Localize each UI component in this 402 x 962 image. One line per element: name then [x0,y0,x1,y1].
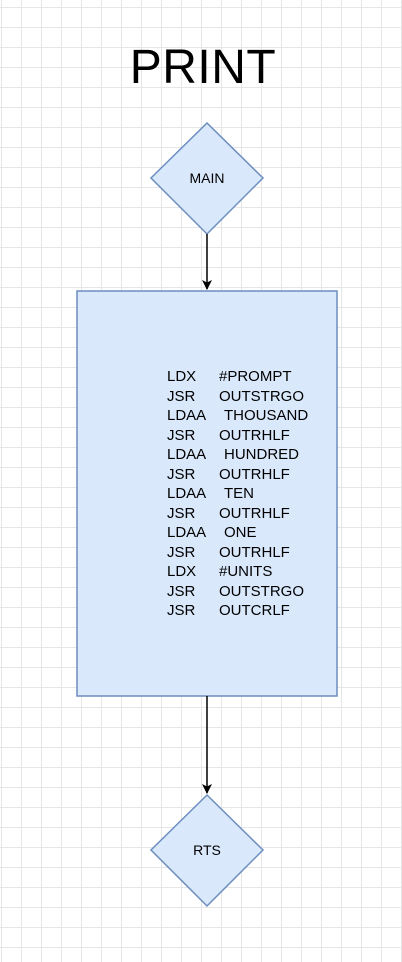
code-operand: OUTRHLF [219,543,290,561]
code-operand: TEN [224,485,254,502]
code-line: JSR OUTRHLF [167,426,308,446]
code-opcode: LDAA [167,524,207,541]
code-line: LDAA ONE [167,523,308,543]
code-line: JSR OUTRHLF [167,465,308,485]
code-opcode: LDAA [167,485,207,502]
code-line: LDX #PROMPT [167,367,308,387]
code-operand: OUTRHLF [219,426,290,444]
process-code: LDX #PROMPT JSR OUTSTRGO LDAA THOUSAND JSR OUTR… [167,367,308,621]
code-operand: OUTRHLF [219,504,290,522]
code-line: JSR OUTCRLF [167,601,308,621]
code-operand: OUTCRLF [219,602,290,619]
code-opcode: JSR [167,543,196,561]
diagram-title: PRINT [129,41,277,94]
process-box[interactable] [76,290,338,697]
rts-diamond[interactable] [149,793,265,908]
code-operand: OUTSTRGO [219,582,304,600]
code-opcode: JSR [167,582,196,600]
code-opcode: JSR [167,602,196,619]
code-opcode: LDAA [167,446,207,463]
code-opcode: LDX [167,368,197,385]
code-operand: HUNDRED [224,446,299,463]
code-line: LDAA HUNDRED [167,445,308,465]
code-operand: ONE [224,524,257,541]
code-operand: OUTRHLF [219,465,290,483]
code-line: JSR OUTSTRGO [167,387,308,407]
code-opcode: JSR [167,426,196,444]
main-label: MAIN [189,170,225,186]
code-operand: #PROMPT [219,368,292,385]
code-opcode: LDAA [167,407,207,424]
code-operand: THOUSAND [224,407,309,424]
rts-label: RTS [193,842,221,858]
code-line: JSR OUTSTRGO [167,582,308,602]
code-operand: #UNITS [219,563,273,580]
code-opcode: JSR [167,465,196,483]
code-opcode: JSR [167,504,196,522]
code-line: LDAA THOUSAND [167,406,308,426]
code-opcode: JSR [167,387,196,405]
code-line: JSR OUTRHLF [167,504,308,524]
code-opcode: LDX [167,563,197,580]
code-line: LDX #UNITS [167,562,308,582]
code-operand: OUTSTRGO [219,387,304,405]
code-line: JSR OUTRHLF [167,543,308,563]
code-line: LDAA TEN [167,484,308,504]
